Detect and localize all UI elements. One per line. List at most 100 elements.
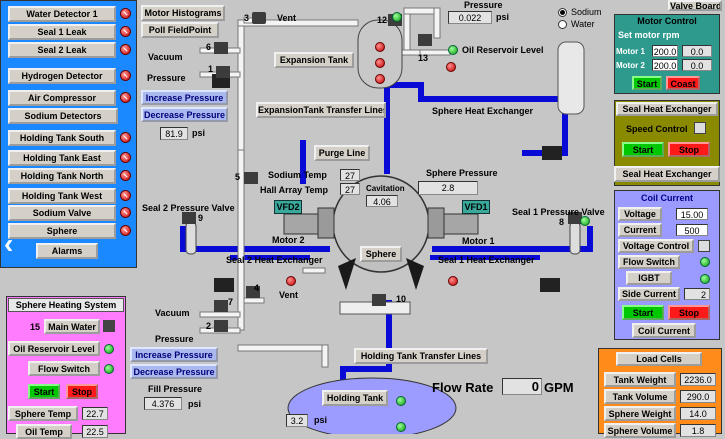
- voltage-control-icon[interactable]: [698, 240, 710, 252]
- water-radio[interactable]: [558, 20, 567, 29]
- valve-2-icon[interactable]: [214, 320, 228, 332]
- valve-5-icon[interactable]: [244, 172, 258, 184]
- alarm-button-water-detector-1[interactable]: Water Detector 1: [8, 6, 116, 22]
- coil-start-button[interactable]: Start: [622, 305, 664, 320]
- valve-13-icon[interactable]: [418, 34, 432, 46]
- speed-control-icon[interactable]: [694, 122, 706, 134]
- flow-rate-label: Flow Rate: [432, 380, 494, 395]
- alarm-button-sodium-valve[interactable]: Sodium Valve: [8, 205, 116, 221]
- alarm-button-hydrogen-detector[interactable]: Hydrogen Detector: [8, 68, 116, 84]
- voltage-control-button[interactable]: Voltage Control: [618, 239, 694, 253]
- motor-coast-button[interactable]: Coast: [666, 76, 700, 90]
- expansion-alarm-3: [375, 74, 385, 84]
- flow-rate-unit: GPM: [544, 380, 574, 395]
- holding-tank-led-1: [396, 396, 406, 406]
- motor-histograms-button[interactable]: Motor Histograms: [141, 5, 225, 21]
- alarm-button-holding-tank-south[interactable]: Holding Tank South: [8, 130, 116, 146]
- holding-transfer-button[interactable]: Holding Tank Transfer Lines: [354, 348, 488, 364]
- alarm-button-holding-tank-west[interactable]: Holding Tank West: [8, 188, 116, 204]
- fill-pressure-value: 4.376: [144, 397, 182, 410]
- seal-hx-title-button[interactable]: Seal Heat Exchanger: [616, 102, 718, 116]
- main-water-button[interactable]: Main Water: [44, 319, 100, 334]
- valve-number-8: 8: [559, 217, 565, 227]
- load-cell-value: 1.8: [680, 424, 716, 437]
- seal-hx-stop-button[interactable]: Stop: [668, 142, 710, 157]
- holding-tank-button[interactable]: Holding Tank: [322, 390, 388, 406]
- decrease-pressure-top-button[interactable]: Decrease Pressure: [141, 107, 228, 122]
- load-cell-value: 290.0: [680, 390, 716, 403]
- upper-psi-unit: psi: [192, 128, 206, 138]
- vacuum-label-lower: Vacuum: [155, 308, 190, 318]
- vacuum-label-top: Vacuum: [148, 52, 183, 62]
- sphere-temp-value: 22.7: [82, 407, 108, 420]
- expansion-tank-button[interactable]: Expansion Tank: [274, 52, 354, 68]
- alarm-button-seal-2-leak[interactable]: Seal 2 Leak: [8, 42, 116, 58]
- alarm-button-air-compressor[interactable]: Air Compressor: [8, 90, 116, 106]
- vfd2-box[interactable]: VFD2: [274, 200, 302, 214]
- sodium-radio-label: Sodium: [571, 7, 602, 17]
- valve-9-icon[interactable]: [182, 212, 196, 224]
- alarm-button-sphere[interactable]: Sphere: [8, 223, 116, 239]
- flow-switch-heating-button[interactable]: Flow Switch: [28, 361, 100, 376]
- valve-3-icon[interactable]: [252, 12, 266, 24]
- valve-1-icon[interactable]: [216, 66, 230, 78]
- oil-reservoir-level-button[interactable]: Oil Reservoir Level: [8, 341, 100, 356]
- load-cells-title[interactable]: Load Cells: [616, 352, 702, 366]
- motor-start-button[interactable]: Start: [632, 76, 662, 90]
- alarm-button-holding-tank-east[interactable]: Holding Tank East: [8, 150, 116, 166]
- load-cell-value: 14.0: [680, 407, 716, 420]
- valve-7-icon[interactable]: [214, 300, 228, 312]
- valve-number-2: 2: [206, 321, 212, 331]
- coil-current-bottom-button[interactable]: Coil Current: [632, 323, 696, 338]
- alarm-button-alarms[interactable]: Alarms: [36, 243, 98, 259]
- motor1-actual: 0.0: [682, 45, 712, 57]
- igbt-button[interactable]: IGBT: [626, 271, 672, 285]
- cavitation-label: Cavitation: [366, 184, 405, 193]
- coil-stop-button[interactable]: Stop: [668, 305, 710, 320]
- valve-10-icon[interactable]: [372, 294, 386, 306]
- poll-fieldpoint-button[interactable]: Poll FieldPoint: [141, 22, 219, 38]
- voltage-label: Voltage: [618, 207, 662, 221]
- valve-4-icon[interactable]: [246, 286, 260, 298]
- decrease-pressure-lower-button[interactable]: Decrease Pressure: [130, 364, 218, 379]
- valve-8-icon[interactable]: [568, 212, 582, 224]
- motor2-actual: 0.0: [682, 59, 712, 71]
- increase-pressure-lower-button[interactable]: Increase Pressure: [130, 347, 218, 362]
- seal-hx-start-button[interactable]: Start: [622, 142, 664, 157]
- expansion-transfer-lines-button[interactable]: ExpansionTank Transfer Lines: [256, 102, 386, 118]
- heating-start-button[interactable]: Start: [28, 384, 60, 399]
- cavitation-value: 4.06: [366, 195, 398, 207]
- motor2-caption: Motor 2: [272, 235, 305, 245]
- alarm-button-sodium-detectors[interactable]: Sodium Detectors: [8, 108, 118, 124]
- main-water-valve-icon[interactable]: [103, 320, 115, 332]
- fill-pressure-unit: psi: [188, 399, 202, 409]
- increase-pressure-top-button[interactable]: Increase Pressure: [141, 90, 228, 105]
- alarm-button-holding-tank-north[interactable]: Holding Tank North: [8, 168, 116, 184]
- sphere-hx-label: Sphere Heat Exchanger: [432, 106, 534, 116]
- water-radio-label: Water: [571, 19, 595, 29]
- load-cell-label: Tank Volume: [604, 389, 676, 404]
- seal-hx-bottom-button[interactable]: Seal Heat Exchanger: [614, 166, 720, 182]
- valve-board-button[interactable]: Valve Board: [668, 0, 722, 11]
- hall-array-value: 27: [340, 183, 360, 195]
- alarm-button-seal-1-leak[interactable]: Seal 1 Leak: [8, 24, 116, 40]
- alarm-indicator-icon: [120, 44, 131, 55]
- vfd1-box[interactable]: VFD1: [462, 200, 490, 214]
- valve-6-icon[interactable]: [214, 42, 228, 54]
- alarm-indicator-icon: [120, 225, 131, 236]
- oil-reservoir-heating-led: [104, 344, 114, 354]
- previous-arrow-icon[interactable]: ‹: [4, 228, 14, 259]
- holding-tank-led-2: [396, 422, 406, 432]
- purge-line-button[interactable]: Purge Line: [314, 145, 370, 161]
- seal2-alarm-led: [286, 276, 296, 286]
- flow-switch-coil-button[interactable]: Flow Switch: [618, 255, 680, 269]
- current-value[interactable]: 500: [676, 224, 708, 236]
- motor2-label: Motor 2: [616, 61, 645, 70]
- motor1-set-input[interactable]: 200.0: [652, 45, 678, 57]
- alarm-indicator-icon: [120, 132, 131, 143]
- motor2-set-input[interactable]: 200.0: [652, 59, 678, 71]
- sphere-button[interactable]: Sphere: [360, 246, 402, 262]
- seal1-valve-led: [580, 216, 590, 226]
- sodium-radio[interactable]: [558, 8, 567, 17]
- heating-stop-button[interactable]: Stop: [66, 384, 98, 399]
